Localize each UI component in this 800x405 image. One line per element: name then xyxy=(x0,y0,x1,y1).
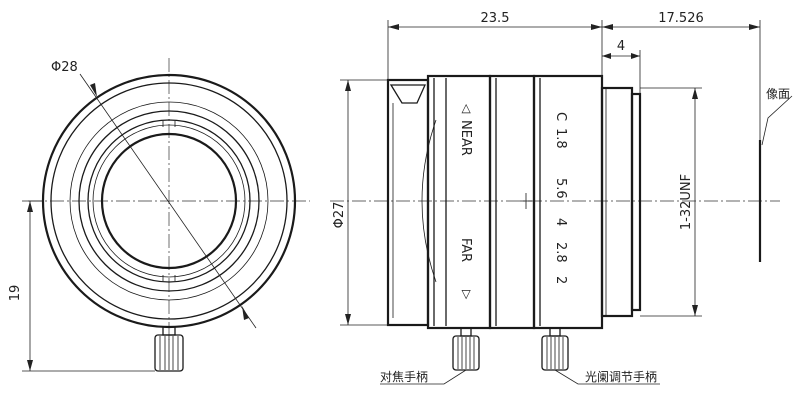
diameter-arrow-top xyxy=(90,83,97,97)
front-bevel xyxy=(389,84,427,104)
diameter-leader xyxy=(79,73,257,329)
aperture-index-mark xyxy=(520,193,532,209)
ring-4 xyxy=(78,110,260,292)
diameter-arrow-bottom xyxy=(242,306,249,320)
iris-knob-stem xyxy=(549,327,561,337)
flange-label: 17.526 xyxy=(658,11,704,26)
ring-5 xyxy=(87,119,251,283)
diam-arrow-bottom xyxy=(345,314,351,325)
focus-knob-leader xyxy=(380,369,467,385)
iris-knob-leader xyxy=(554,369,660,385)
thread-arrow-bottom xyxy=(692,305,698,316)
focus-knob-knurl xyxy=(457,337,475,369)
aperture-mark-4: 4 xyxy=(553,218,568,226)
near-arrow: ◁ xyxy=(460,103,474,113)
c-mount-thread xyxy=(630,92,642,312)
mount-arrow-right xyxy=(631,53,640,59)
outer-diameter-label: Φ27 xyxy=(332,202,347,229)
far-label: FAR xyxy=(458,238,473,262)
rear-flange xyxy=(600,86,634,318)
ring-3 xyxy=(69,101,269,301)
iris-knob-knurl xyxy=(546,337,564,369)
ring-6 xyxy=(92,124,246,278)
focus-ring-body xyxy=(426,74,492,330)
front-height-label: 19 xyxy=(8,285,23,302)
thread-arrow-top xyxy=(692,88,698,99)
ring-detail-top xyxy=(162,121,176,127)
thread-label: 1-32UNF xyxy=(679,174,694,230)
diam-arrow-top xyxy=(345,80,351,91)
side-view: ◁ NEAR FAR ▷ C 1.8 5.6 4 2.8 2 对焦手柄 光阑调节… xyxy=(330,11,793,385)
front-glass xyxy=(100,132,238,270)
aperture-mark-c: C xyxy=(553,112,568,121)
image-plane-label: 像面 xyxy=(766,87,790,101)
aperture-mark-5-6: 5.6 xyxy=(553,178,568,199)
ring-detail-bottom xyxy=(162,275,176,281)
front-knob xyxy=(154,334,184,372)
front-diameter-label: Φ28 xyxy=(51,60,78,75)
front-knob-knurl xyxy=(159,336,179,370)
ring-2 xyxy=(50,82,288,320)
height-arrow-top xyxy=(27,201,33,212)
flange-arrow-left xyxy=(602,24,613,30)
aperture-mark-2: 2 xyxy=(553,276,568,284)
image-plane-leader xyxy=(761,95,793,146)
width-arrow-left xyxy=(388,24,399,30)
aperture-mark-2-8: 2.8 xyxy=(553,242,568,263)
aperture-mark-1-8: 1.8 xyxy=(553,128,568,149)
flange-arrow-right xyxy=(749,24,760,30)
width-label: 23.5 xyxy=(481,11,510,26)
focus-knob-label: 对焦手柄 xyxy=(380,370,428,384)
mount-arrow-left xyxy=(602,53,611,59)
far-arrow: ▷ xyxy=(460,290,474,300)
front-view: Φ28 19 xyxy=(8,58,310,372)
focus-knob-stem xyxy=(460,327,472,337)
internal-lens-curve xyxy=(421,119,437,283)
width-arrow-right xyxy=(591,24,602,30)
mount-width-label: 4 xyxy=(617,39,625,54)
near-label: NEAR xyxy=(458,120,473,156)
iris-knob-label: 光阑调节手柄 xyxy=(585,369,657,384)
height-arrow-bottom xyxy=(27,360,33,371)
